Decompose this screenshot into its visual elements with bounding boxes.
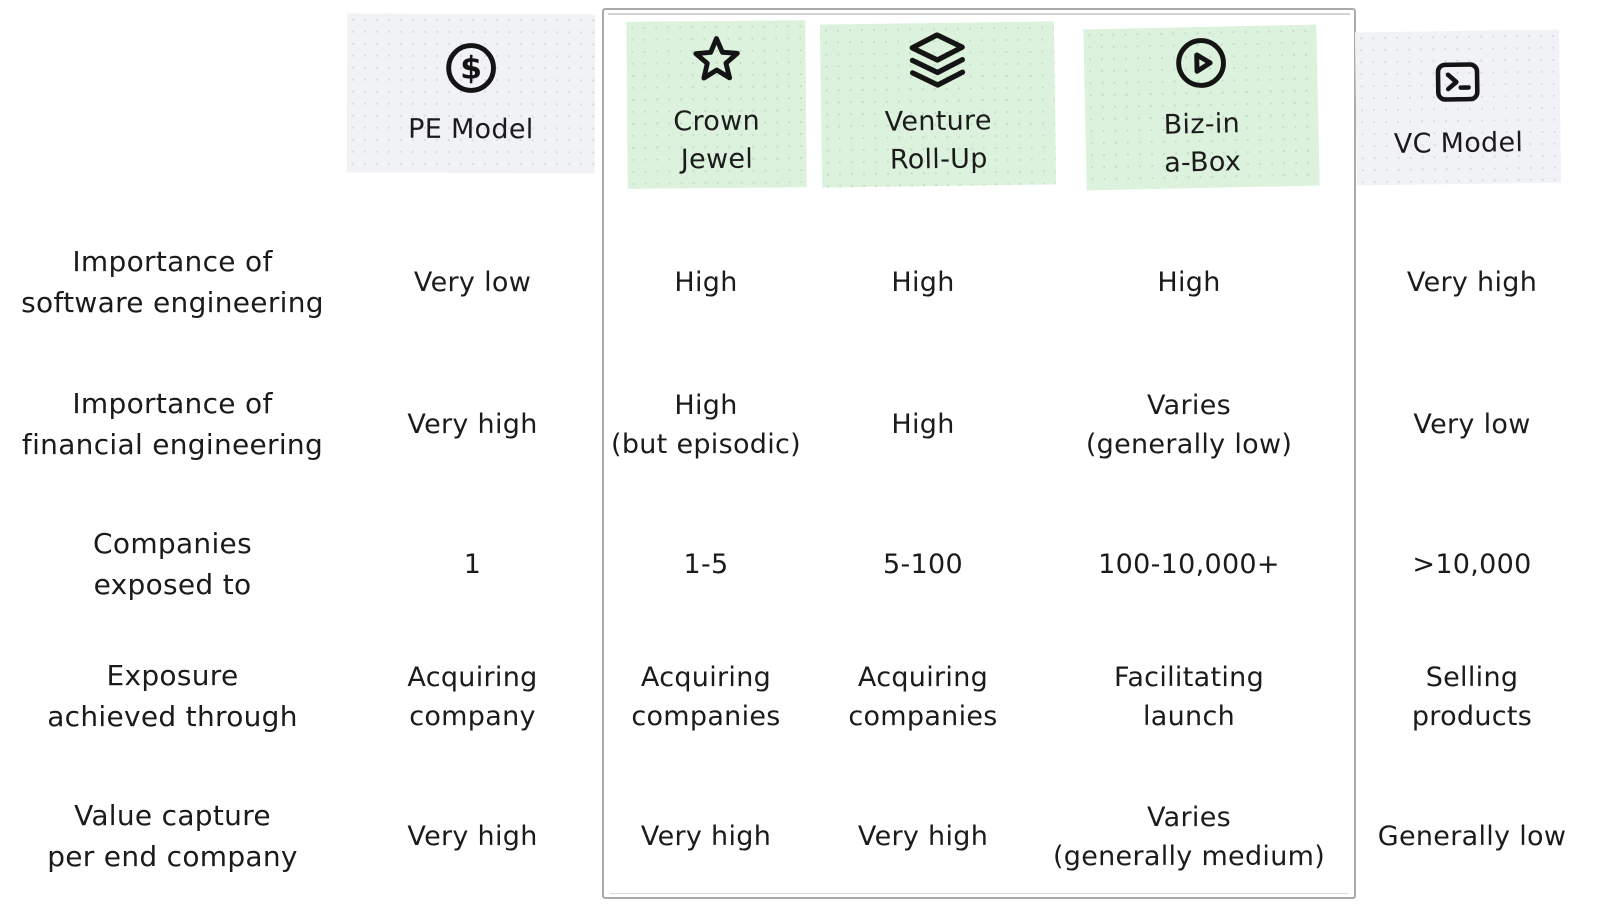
svg-text:$: $ [460,50,482,86]
column-header-crown-jewel: Crown Jewel [626,20,807,189]
cell-biz-exposure: Facilitating launch [1113,661,1265,732]
cell-pe-financial: Very high [407,409,538,441]
cell-pe-value: Very high [407,821,538,853]
cell-venture-companies: 5-100 [883,549,963,581]
cell-venture-financial: High [891,409,955,441]
column-header-label: Biz-in a-Box [1163,107,1242,179]
table-row-software-engineering: Importance of software engineering Very … [0,215,1600,351]
cell-vc-value: Generally low [1377,821,1567,853]
column-header-label: PE Model [408,113,534,145]
cell-vc-financial: Very low [1413,409,1531,441]
cell-vc-companies: >10,000 [1412,549,1532,581]
column-header-pe-model: $ PE Model [346,13,596,174]
cell-crown-companies: 1-5 [683,549,729,581]
cell-pe-companies: 1 [463,549,482,581]
cell-pe-exposure: Acquiring company [407,661,538,732]
cell-biz-value: Varies (generally medium) [1052,801,1326,872]
table-row-exposure-through: Exposure achieved through Acquiring comp… [0,629,1600,765]
row-label: Importance of financial engineering [21,387,324,461]
column-header-label: Venture Roll-Up [884,104,992,176]
column-header-biz-in-a-box: Biz-in a-Box [1083,24,1320,191]
cell-crown-financial: High (but episodic) [610,389,801,460]
layers-icon [907,30,968,89]
cell-biz-companies: 100-10,000+ [1098,549,1280,581]
cell-pe-software: Very low [413,267,532,299]
star-icon [688,30,745,88]
column-header-label: Crown Jewel [673,105,761,175]
cell-vc-software: Very high [1406,267,1538,299]
cell-venture-value: Very high [857,821,989,853]
cell-crown-exposure: Acquiring companies [631,661,781,732]
cell-biz-software: High [1157,267,1221,299]
row-label: Companies exposed to [93,527,252,601]
column-header-venture-roll-up: Venture Roll-Up [819,21,1057,188]
table-row-value-capture: Value capture per end company Very high … [0,769,1600,905]
row-label: Importance of software engineering [21,245,324,319]
terminal-icon [1431,52,1484,111]
highlight-box [602,8,1356,899]
column-header-vc-model: VC Model [1354,29,1562,186]
cell-venture-exposure: Acquiring companies [848,661,998,732]
column-header-label: VC Model [1393,126,1524,160]
cell-biz-financial: Varies (generally low) [1085,389,1293,460]
cell-vc-exposure: Selling products [1411,661,1533,732]
row-label: Value capture per end company [47,799,298,873]
dollar-circle-icon: $ [443,38,499,96]
cell-venture-software: High [891,267,955,299]
table-row-financial-engineering: Importance of financial engineering Very… [0,357,1600,493]
cell-crown-value: Very high [640,821,772,853]
cell-crown-software: High [674,267,738,299]
play-circle-icon [1172,33,1229,92]
row-label: Exposure achieved through [47,659,298,733]
table-row-companies-exposed: Companies exposed to 1 1-5 5-100 100-10,… [0,497,1600,633]
